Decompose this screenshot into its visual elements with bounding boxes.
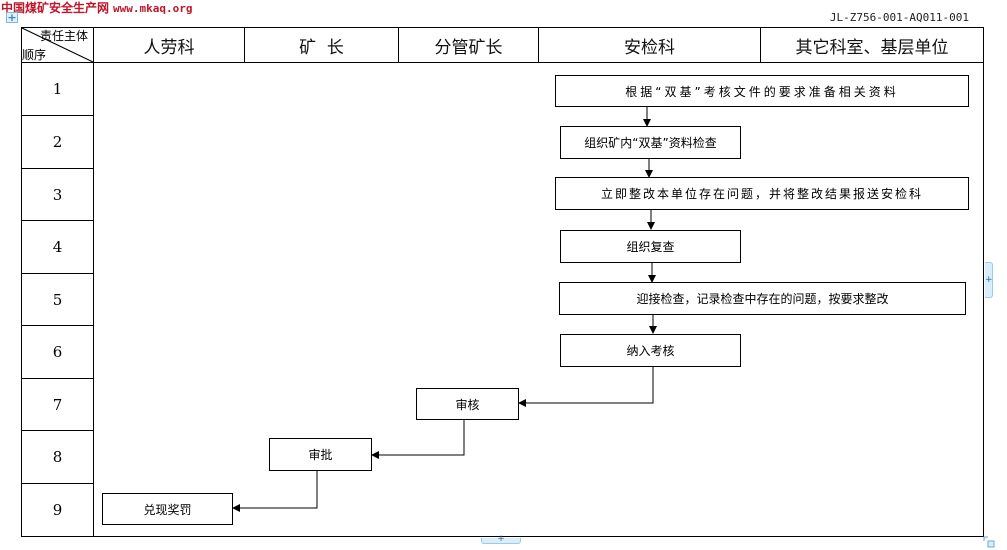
column-divider <box>538 27 539 63</box>
row-divider <box>21 168 94 169</box>
flow-step-approve[interactable]: 审批 <box>269 438 372 471</box>
document-code: JL-Z756-001-AQ011-001 <box>829 11 969 24</box>
flow-step-rectify-and-report[interactable]: 立即整改本单位存在问题，并将整改结果报送安检科 <box>555 177 969 210</box>
expand-bottom-icon[interactable]: + <box>481 535 521 544</box>
site-url: www.mkaq.org <box>113 2 193 15</box>
flow-step-receive-inspection[interactable]: 迎接检查，记录检查中存在的问题，按要求整改 <box>559 282 966 315</box>
corner-label-responsible: 责任主体 <box>40 29 89 43</box>
column-divider <box>398 27 399 63</box>
flow-step-recheck[interactable]: 组织复查 <box>560 230 741 263</box>
row-number: 4 <box>52 238 63 256</box>
column-header-deputy-director: 分管矿长 <box>434 37 503 58</box>
row-number: 3 <box>52 185 63 204</box>
row-number: 8 <box>52 448 63 466</box>
resize-handle-icon[interactable] <box>983 536 995 548</box>
row-divider <box>21 378 94 379</box>
row-number: 7 <box>52 395 63 414</box>
row-divider <box>21 430 94 431</box>
row-number: 2 <box>52 133 63 151</box>
flow-step-review[interactable]: 审核 <box>416 388 519 420</box>
column-header-other-units: 其它科室、基层单位 <box>795 37 949 58</box>
row-number: 9 <box>52 501 63 519</box>
column-divider <box>244 27 245 63</box>
row-header-divider <box>93 27 94 537</box>
move-anchor-icon[interactable]: + <box>6 11 18 24</box>
flow-step-organize-inspection[interactable]: 组织矿内“双基”资料检查 <box>560 126 741 159</box>
flow-step-prepare-materials[interactable]: 根据“双基”考核文件的要求准备相关资料 <box>555 75 969 107</box>
row-divider <box>21 325 94 326</box>
column-header-hr: 人劳科 <box>143 37 195 58</box>
row-number: 1 <box>52 80 63 98</box>
row-number: 5 <box>52 290 63 309</box>
site-name: 中国煤矿安全生产网 <box>1 1 110 15</box>
column-header-mine-director: 矿 长 <box>299 37 344 58</box>
column-divider <box>760 27 761 63</box>
flowchart-table <box>21 27 984 537</box>
flow-step-include-assessment[interactable]: 纳入考核 <box>560 334 741 367</box>
row-divider <box>21 273 94 274</box>
row-divider <box>21 220 94 221</box>
expand-right-icon[interactable]: + <box>985 262 993 298</box>
flow-step-reward-penalty[interactable]: 兑现奖罚 <box>102 493 233 525</box>
row-divider <box>21 115 94 116</box>
column-header-safety-dept: 安检科 <box>624 37 675 58</box>
header-divider <box>21 62 984 63</box>
row-number: 6 <box>52 343 63 361</box>
row-divider <box>21 483 94 484</box>
corner-label-order: 顺序 <box>22 48 47 62</box>
